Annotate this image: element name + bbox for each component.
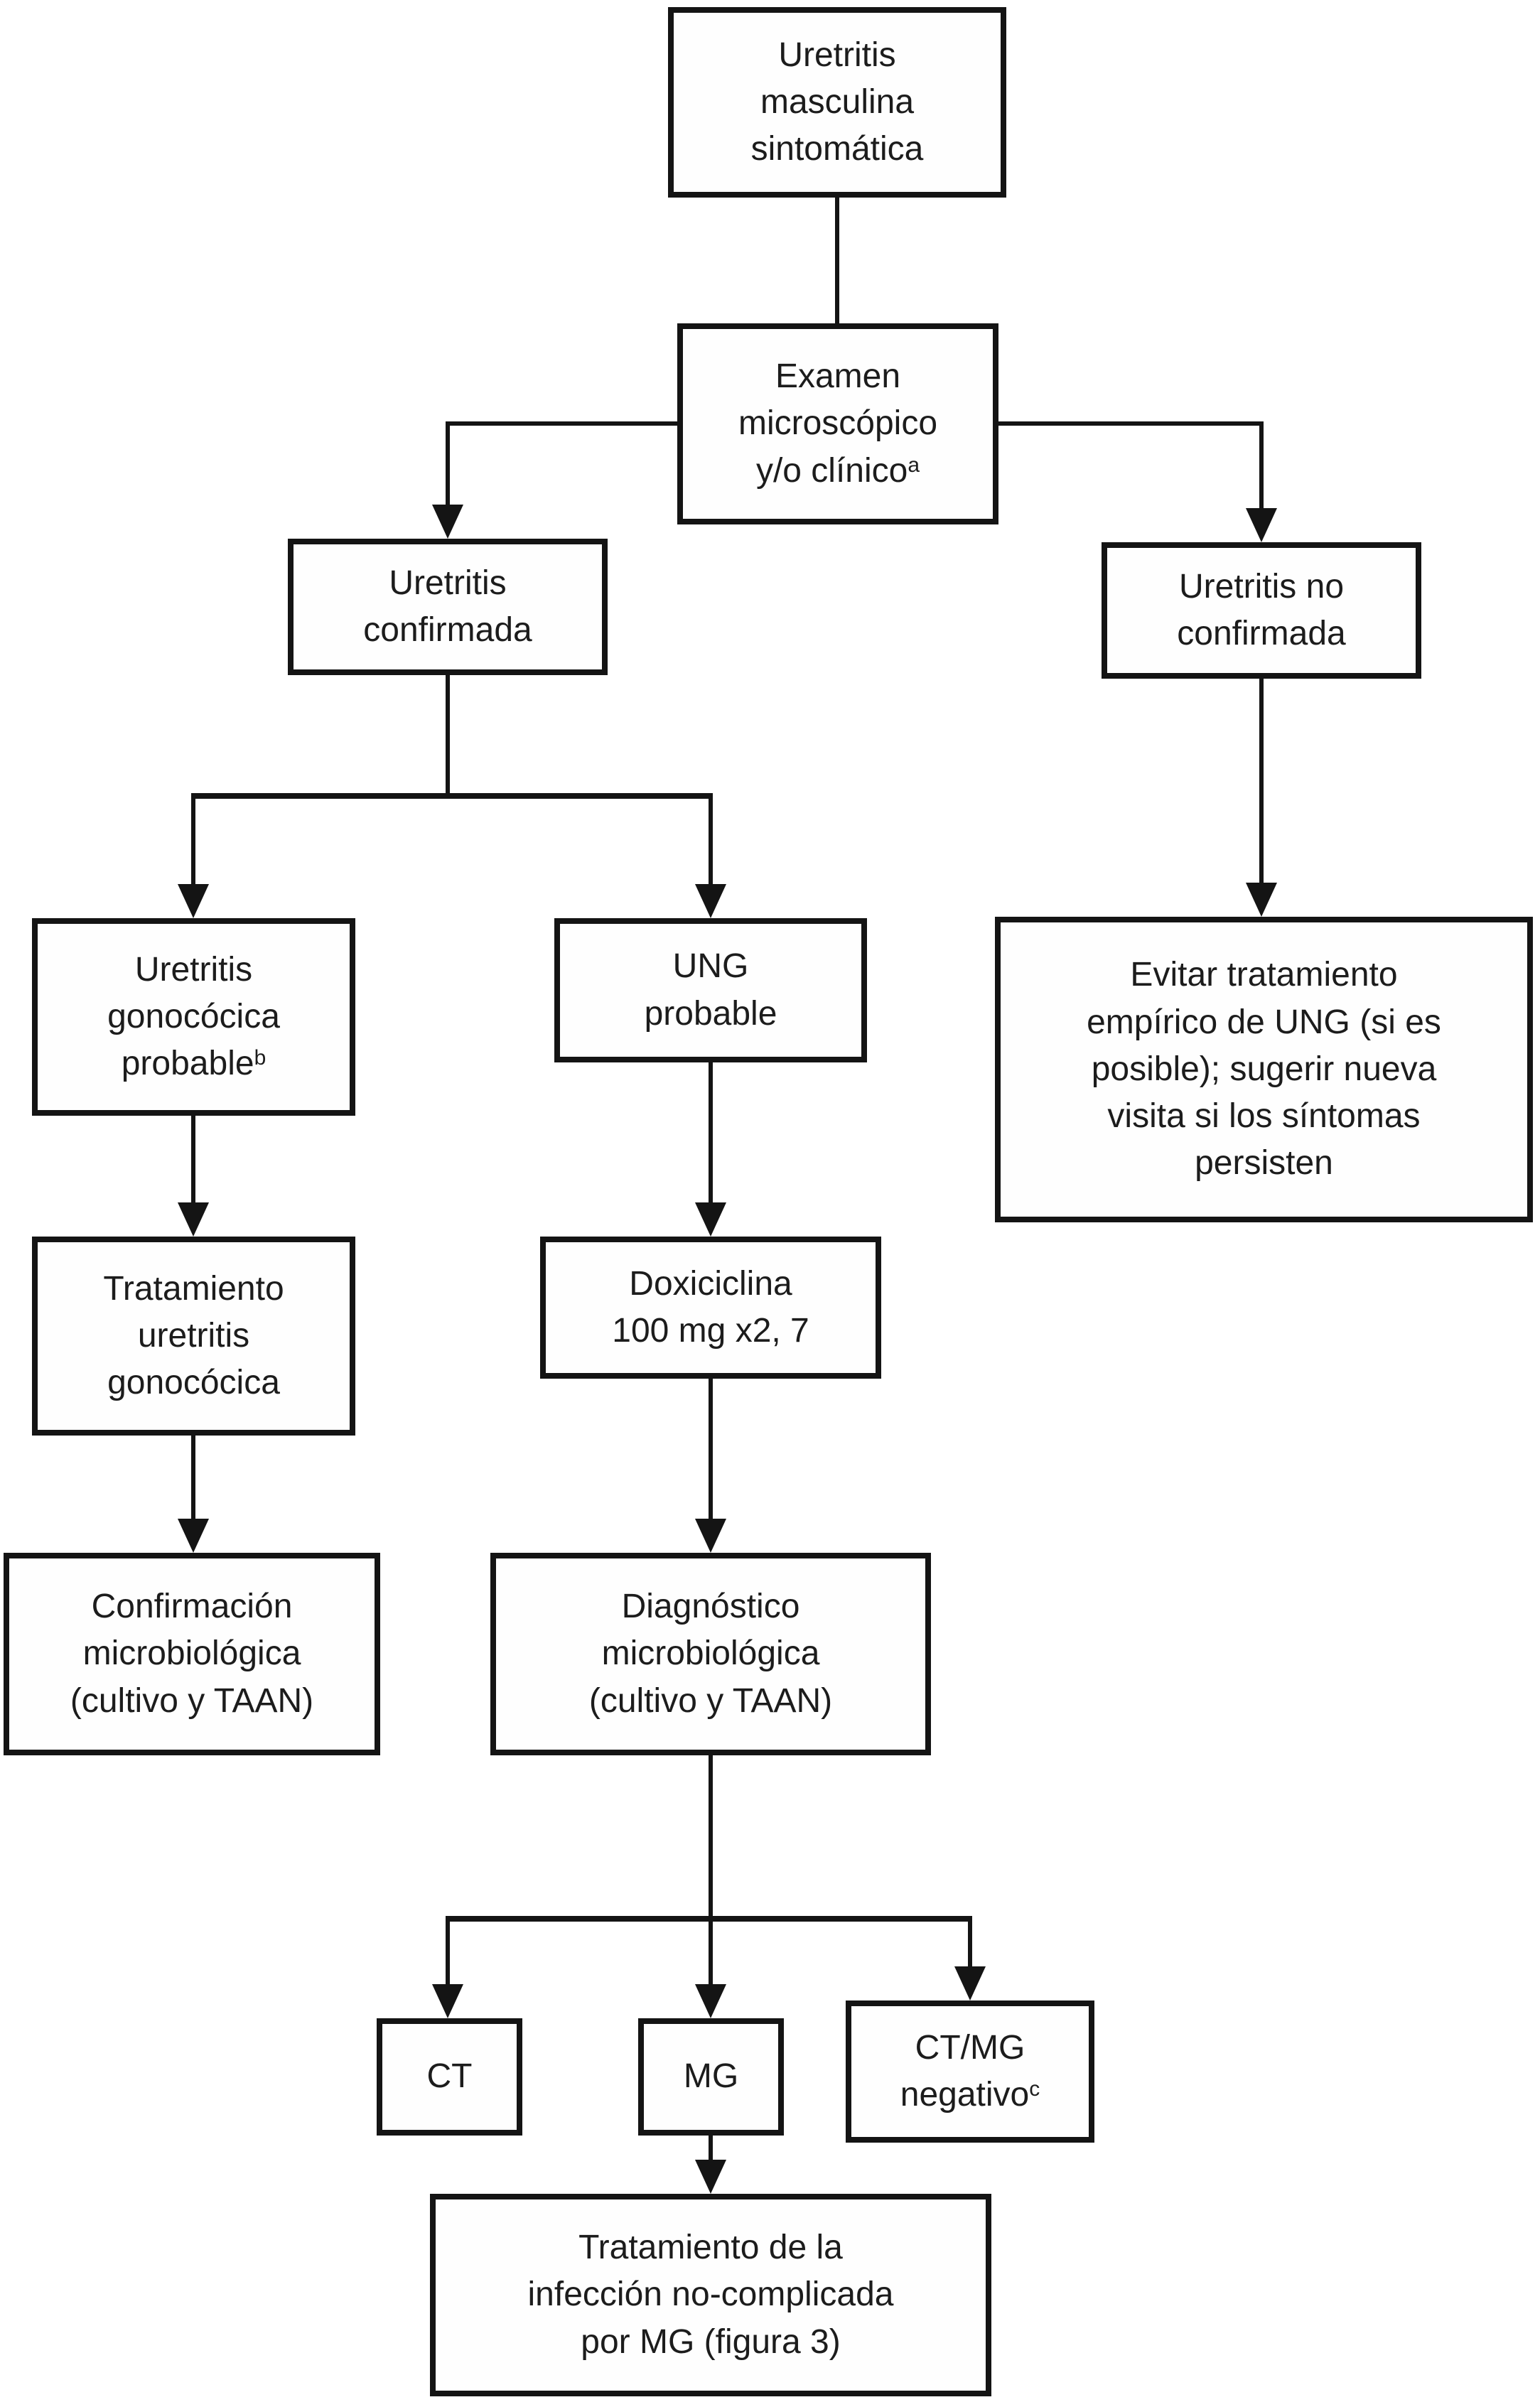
arrow-down-icon — [954, 1966, 986, 2001]
node-evitar-tratamiento-empirico: Evitar tratamiento empírico de UNG (si e… — [995, 917, 1533, 1222]
node-label-line: 100 mg x2, 7 — [612, 1312, 809, 1350]
node-label-line: negativoc — [900, 2076, 1040, 2113]
footnote-marker-c: c — [1029, 2077, 1040, 2101]
node-label-line: y/o clínicoa — [755, 451, 920, 490]
node-ctmg-negativo: CT/MG negativoc — [846, 2001, 1094, 2143]
node-label-line: gonocócica — [107, 1364, 280, 1402]
node-label-line: por MG (figura 3) — [581, 2322, 841, 2361]
node-uretritis-masculina-sintomatica: Uretritis masculina sintomática — [668, 7, 1006, 198]
connector-examen-confirmada — [446, 421, 677, 506]
node-label-line: Evitar tratamiento — [1130, 956, 1398, 994]
node-label-line: posible); sugerir nueva — [1091, 1050, 1437, 1088]
node-label-line: Tratamiento de la — [578, 2229, 843, 2267]
footnote-marker-a: a — [908, 453, 920, 477]
node-label-line: CT — [426, 2057, 473, 2096]
node-confirmacion-microbiologica: Confirmación microbiológica (cultivo y T… — [4, 1553, 380, 1755]
node-label-line: probable — [644, 994, 777, 1033]
node-label-line: infección no-complicada — [527, 2276, 894, 2314]
node-label-line: microscópico — [738, 404, 938, 443]
node-doxiciclina: Doxiciclina 100 mg x2, 7 — [540, 1237, 881, 1379]
node-label-line: probableb — [121, 1045, 266, 1083]
node-label-line: visita si los síntomas — [1107, 1097, 1421, 1136]
node-ung-probable: UNG probable — [554, 918, 867, 1062]
node-label-line: persisten — [1195, 1144, 1333, 1183]
arrow-down-icon — [695, 1519, 726, 1553]
node-uretritis-gonococica-probable: Uretritis gonocócica probableb — [32, 918, 355, 1116]
connector-examen-noconfirmada — [998, 421, 1264, 510]
node-tratamiento-uretritis-gonococica: Tratamiento uretritis gonocócica — [32, 1237, 355, 1436]
node-mg: MG — [638, 2018, 784, 2136]
node-uretritis-confirmada: Uretritis confirmada — [288, 539, 608, 675]
arrow-down-icon — [1246, 883, 1277, 917]
node-label-line: masculina — [760, 82, 915, 121]
node-label-line: Uretritis — [134, 950, 253, 989]
node-label-line: sintomática — [750, 130, 924, 168]
node-diagnostico-microbiologica: Diagnóstico microbiológica (cultivo y TA… — [490, 1553, 931, 1755]
arrow-down-icon — [432, 505, 463, 539]
node-label-line: gonocócica — [107, 997, 280, 1035]
node-label-line: Examen — [775, 357, 901, 396]
node-label-line: Uretritis — [778, 36, 896, 74]
node-label-line: confirmada — [1177, 615, 1346, 652]
node-label-line: (cultivo y TAAN) — [588, 1681, 833, 1720]
arrow-down-icon — [695, 1202, 726, 1237]
node-label-line: UNG — [672, 947, 749, 986]
node-label-line: CT/MG — [915, 2028, 1025, 2067]
node-label-line: empírico de UNG (si es — [1087, 1003, 1441, 1041]
node-examen-microscopico: Examen microscópico y/o clínicoa — [677, 323, 998, 524]
node-label-line: Confirmación — [91, 1588, 293, 1626]
node-label-line: Uretritis — [389, 564, 507, 602]
arrow-down-icon — [178, 884, 209, 918]
node-uretritis-no-confirmada: Uretritis no confirmada — [1102, 542, 1421, 679]
arrow-down-icon — [695, 2160, 726, 2194]
node-label-line: Diagnóstico — [621, 1588, 800, 1626]
arrow-down-icon — [178, 1519, 209, 1553]
node-label-line: microbiológica — [82, 1635, 301, 1673]
node-label-line: Doxiciclina — [629, 1264, 792, 1303]
node-label-line: Tratamiento — [103, 1269, 284, 1308]
node-label-line: confirmada — [363, 611, 532, 649]
node-tratamiento-infeccion-mg: Tratamiento de la infección no-complicad… — [430, 2194, 991, 2396]
node-ct: CT — [377, 2018, 522, 2136]
arrow-down-icon — [1246, 508, 1277, 542]
arrow-down-icon — [178, 1202, 209, 1237]
node-label-line: (cultivo y TAAN) — [70, 1681, 314, 1720]
arrow-down-icon — [695, 1984, 726, 2018]
node-label-line: MG — [683, 2057, 739, 2096]
arrow-down-icon — [432, 1984, 463, 2018]
node-label-line: uretritis — [137, 1316, 250, 1355]
node-label-line: Uretritis no — [1178, 567, 1345, 605]
node-label-line: microbiológica — [601, 1635, 820, 1673]
footnote-marker-b: b — [254, 1046, 266, 1070]
arrow-down-icon — [695, 884, 726, 918]
